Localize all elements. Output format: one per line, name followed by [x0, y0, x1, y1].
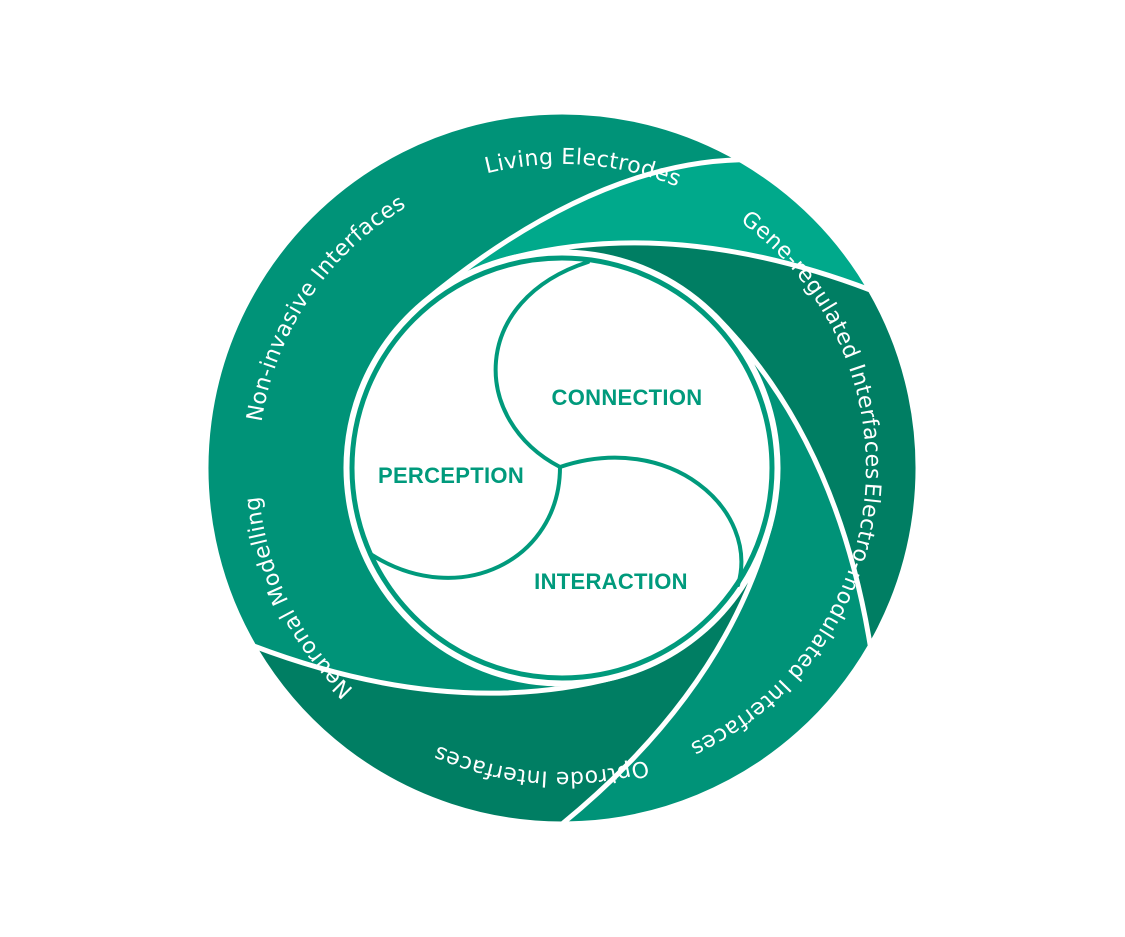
ring-band-5 — [203, 109, 743, 696]
section-label-perception: PERCEPTION — [378, 463, 524, 488]
core-dividers — [370, 260, 744, 587]
ring-bands — [203, 109, 921, 827]
section-label-connection: CONNECTION — [552, 385, 703, 410]
core-disc: CONNECTION PERCEPTION INTERACTION — [349, 255, 775, 681]
section-label-interaction: INTERACTION — [534, 569, 688, 594]
